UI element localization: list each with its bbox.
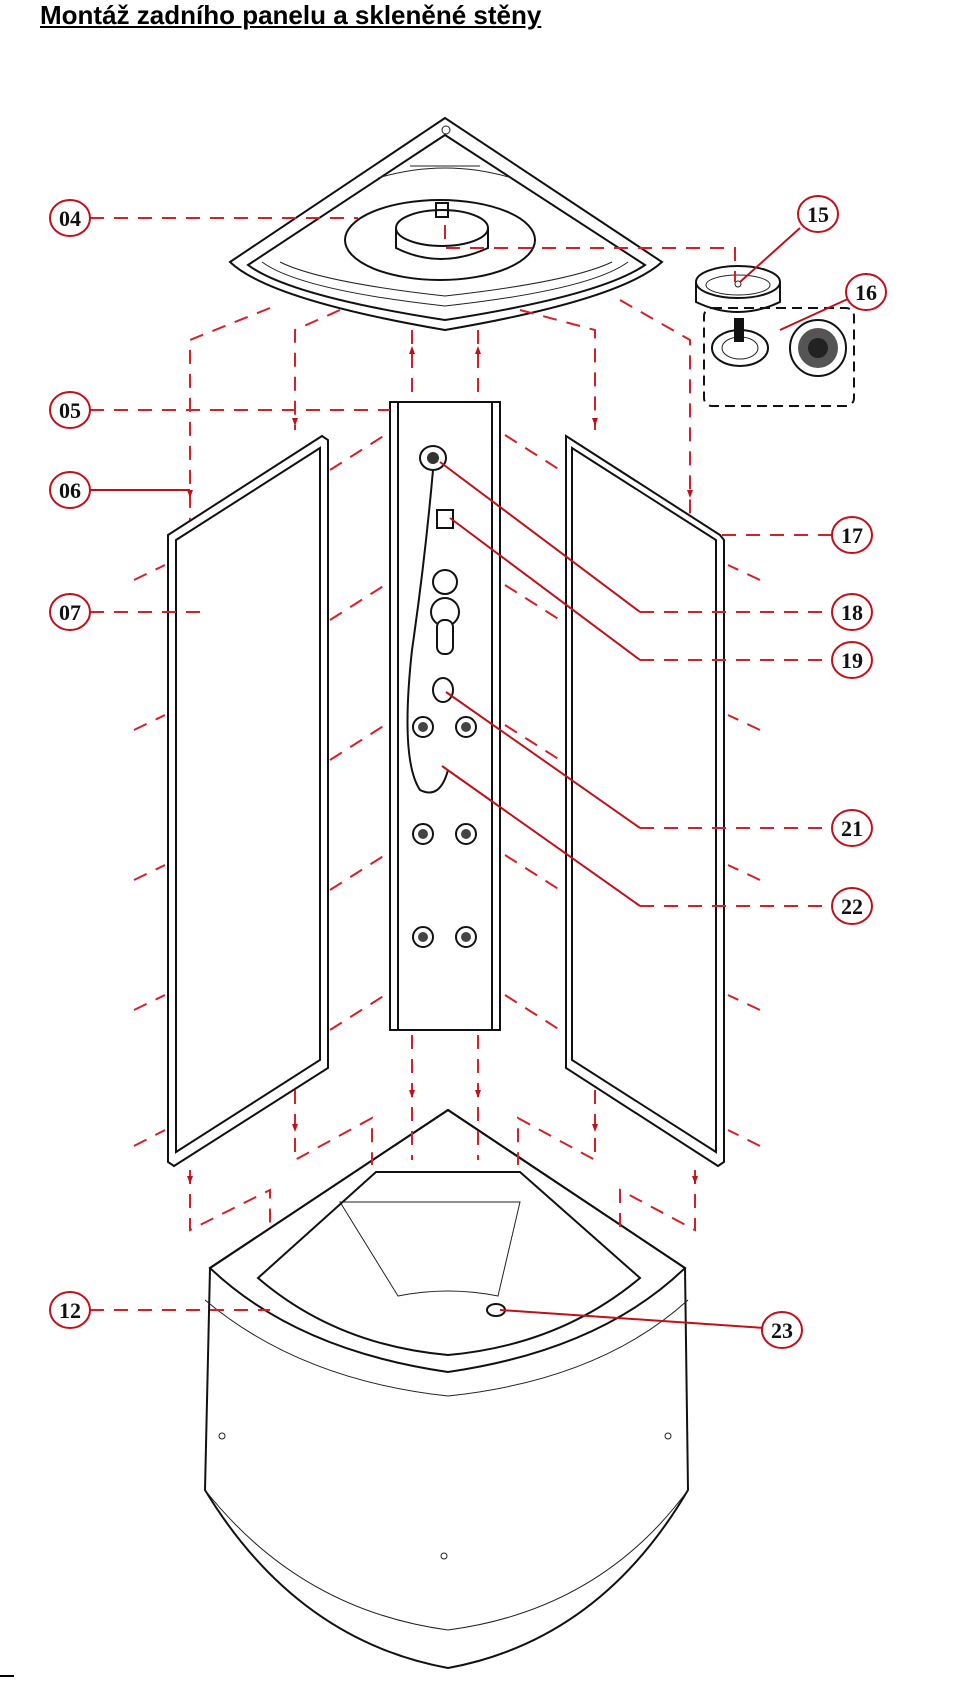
svg-text:16: 16 [855, 280, 877, 305]
assembly-guides [133, 225, 761, 1232]
callout-15: 15 [797, 195, 839, 233]
roof-panel [228, 116, 664, 332]
svg-text:05: 05 [59, 398, 81, 423]
callout-17: 17 [831, 516, 873, 554]
svg-text:12: 12 [59, 1298, 81, 1323]
svg-text:18: 18 [841, 600, 863, 625]
svg-text:19: 19 [841, 648, 863, 673]
svg-text:23: 23 [771, 1318, 793, 1343]
svg-text:17: 17 [841, 523, 863, 548]
callout-07: 07 [49, 593, 91, 631]
callout-22: 22 [831, 887, 873, 925]
left-glass-wall [167, 434, 329, 1168]
page-edge-mark [0, 1675, 14, 1677]
callout-12: 12 [49, 1291, 91, 1329]
callout-23: 23 [761, 1311, 803, 1349]
svg-text:15: 15 [807, 202, 829, 227]
callout-05: 05 [49, 391, 91, 429]
svg-text:07: 07 [59, 600, 81, 625]
callout-18: 18 [831, 593, 873, 631]
svg-text:21: 21 [841, 816, 863, 841]
svg-text:06: 06 [59, 478, 81, 503]
callout-04: 04 [49, 199, 91, 237]
callout-06: 06 [49, 471, 91, 509]
svg-text:04: 04 [59, 206, 81, 231]
shower-head-parts [703, 307, 855, 407]
right-glass-wall [565, 434, 725, 1168]
callout-16: 16 [845, 273, 887, 311]
guide-arrows [187, 346, 698, 1184]
back-column-panel [389, 401, 501, 1031]
shower-head-dome [695, 265, 781, 313]
svg-text:22: 22 [841, 894, 863, 919]
page-title: Montáž zadního panelu a skleněné stěny [40, 0, 542, 30]
callout-19: 19 [831, 641, 873, 679]
callout-21: 21 [831, 809, 873, 847]
shower-tray [203, 1108, 690, 1670]
leader-lines [90, 217, 851, 1329]
